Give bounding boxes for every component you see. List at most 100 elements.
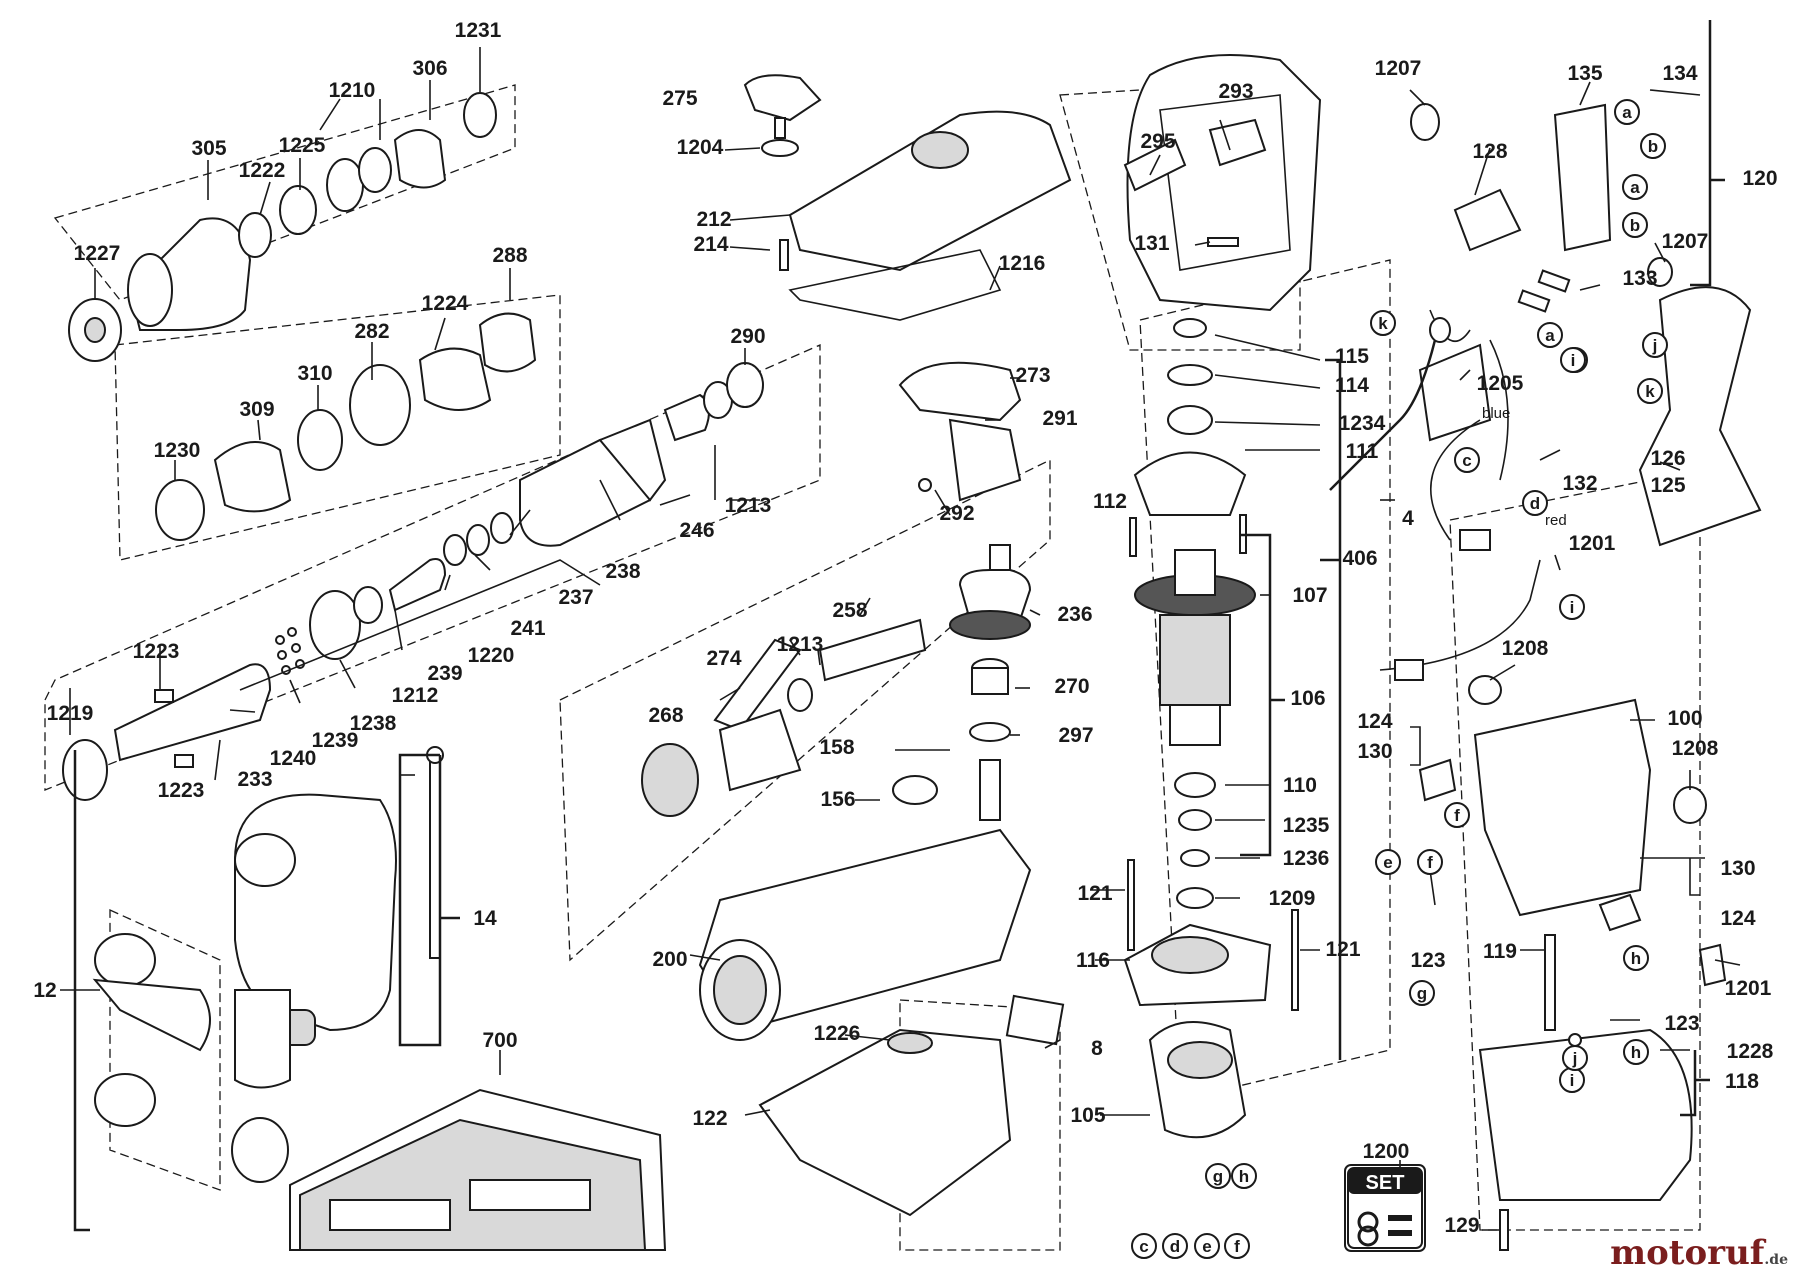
part-label-p1216: 1216 bbox=[999, 252, 1046, 275]
part-label-p156: 156 bbox=[820, 788, 855, 811]
part-label-p14: 14 bbox=[473, 907, 497, 930]
part-label-p123a: 123 bbox=[1410, 949, 1445, 972]
side-handle-assembly bbox=[92, 746, 444, 1183]
part-label-p1213b: 1213 bbox=[777, 633, 824, 656]
connector-circle bbox=[1162, 1233, 1188, 1259]
connector-letter: e bbox=[1202, 1237, 1211, 1256]
connector-letter: d bbox=[1170, 1237, 1180, 1256]
part-label-p236: 236 bbox=[1057, 603, 1092, 626]
connector-circle bbox=[1623, 945, 1649, 971]
part-label-p107: 107 bbox=[1292, 584, 1327, 607]
part-label-p293: 293 bbox=[1218, 80, 1253, 103]
connector-circle bbox=[1614, 99, 1640, 125]
part-label-p130b: 130 bbox=[1720, 857, 1755, 880]
part-label-p306: 306 bbox=[412, 57, 447, 80]
part-label-p1201b: 1201 bbox=[1725, 977, 1772, 1000]
connector-circle bbox=[1559, 594, 1585, 620]
part-label-p112: 112 bbox=[1093, 490, 1127, 513]
part-label-p1200: 1200 bbox=[1363, 1140, 1410, 1163]
part-label-p1210: 1210 bbox=[329, 79, 376, 102]
part-label-p123b: 123 bbox=[1664, 1012, 1699, 1035]
part-label-p118: 118 bbox=[1725, 1070, 1759, 1093]
part-label-p1208b: 1208 bbox=[1672, 737, 1719, 760]
connector-letter: i bbox=[1570, 598, 1575, 617]
connector-f-21: f bbox=[1417, 849, 1443, 875]
wire-label-red: red bbox=[1545, 512, 1567, 529]
part-label-p1225: 1225 bbox=[279, 134, 326, 157]
connector-circle bbox=[1131, 1233, 1157, 1259]
part-label-p1224: 1224 bbox=[422, 292, 469, 315]
connector-circle bbox=[1642, 332, 1668, 358]
part-label-p8: 8 bbox=[1091, 1037, 1103, 1060]
part-label-p1240: 1240 bbox=[270, 747, 317, 770]
part-label-p1226: 1226 bbox=[814, 1022, 861, 1045]
part-label-p119: 119 bbox=[1483, 940, 1517, 963]
part-label-p1227: 1227 bbox=[74, 242, 121, 265]
connector-circle bbox=[1562, 1045, 1588, 1071]
part-label-p128: 128 bbox=[1472, 140, 1507, 163]
motor-assembly bbox=[1123, 54, 1440, 1252]
part-label-p12: 12 bbox=[33, 979, 56, 1002]
part-label-p135: 135 bbox=[1567, 62, 1602, 85]
set-box-label: SET bbox=[1366, 1172, 1405, 1194]
part-label-p110: 110 bbox=[1283, 774, 1317, 797]
connector-b-1: b bbox=[1640, 133, 1666, 159]
connector-circle bbox=[1375, 849, 1401, 875]
connector-circle bbox=[1194, 1233, 1220, 1259]
connector-f-7: f bbox=[1224, 1233, 1250, 1259]
connector-letter: g bbox=[1417, 984, 1427, 1003]
connector-letter: f bbox=[1454, 806, 1460, 825]
connector-circle bbox=[1409, 980, 1435, 1006]
part-label-p126: 126 bbox=[1650, 447, 1685, 470]
chuck-assembly bbox=[62, 92, 764, 801]
part-label-p1220: 1220 bbox=[468, 644, 515, 667]
connector-g-22: g bbox=[1409, 980, 1435, 1006]
part-label-p291: 291 bbox=[1042, 407, 1077, 430]
part-label-p106: 106 bbox=[1290, 687, 1325, 710]
watermark-logo: motoruf.de bbox=[1610, 1233, 1788, 1273]
part-label-p158: 158 bbox=[819, 736, 854, 759]
part-label-p4: 4 bbox=[1402, 507, 1414, 530]
part-label-p239: 239 bbox=[427, 662, 462, 685]
handle-housing-assembly bbox=[1329, 103, 1762, 1251]
part-label-p295: 295 bbox=[1140, 130, 1175, 153]
part-label-p214: 214 bbox=[693, 233, 728, 256]
connector-circle bbox=[1231, 1163, 1257, 1189]
connector-letter: a bbox=[1545, 326, 1555, 345]
part-label-p406: 406 bbox=[1342, 547, 1377, 570]
connector-c-15: c bbox=[1454, 447, 1480, 473]
part-label-p1208a: 1208 bbox=[1502, 637, 1549, 660]
part-label-p1231: 1231 bbox=[455, 19, 502, 42]
connector-g-8: g bbox=[1205, 1163, 1231, 1189]
part-label-p100: 100 bbox=[1667, 707, 1702, 730]
part-label-p1234: 1234 bbox=[1339, 412, 1386, 435]
connector-circle bbox=[1623, 1039, 1649, 1065]
part-label-p309: 309 bbox=[239, 398, 274, 421]
connector-letter: k bbox=[1378, 314, 1388, 333]
connector-letter: j bbox=[1652, 336, 1658, 355]
connector-labels: ababcdefghijkabcdijkefghfhi bbox=[1131, 99, 1668, 1259]
part-label-p120: 120 bbox=[1742, 167, 1777, 190]
part-label-p258: 258 bbox=[832, 599, 867, 622]
part-label-p130a: 130 bbox=[1357, 740, 1392, 763]
connector-letter: b bbox=[1630, 216, 1640, 235]
part-label-p290: 290 bbox=[730, 325, 765, 348]
part-label-p1204: 1204 bbox=[677, 136, 724, 159]
part-label-p270: 270 bbox=[1054, 675, 1089, 698]
connector-circle bbox=[1637, 378, 1663, 404]
part-label-p1238: 1238 bbox=[350, 712, 397, 735]
part-label-p1201a: 1201 bbox=[1569, 532, 1616, 555]
part-label-p268: 268 bbox=[648, 704, 683, 727]
leader-lines bbox=[60, 20, 1741, 1232]
part-label-p132: 132 bbox=[1562, 472, 1597, 495]
part-label-p124b: 124 bbox=[1720, 907, 1755, 930]
part-label-p1213a: 1213 bbox=[725, 494, 772, 517]
connector-letter: f bbox=[1234, 1237, 1240, 1256]
connector-a-0: a bbox=[1614, 99, 1640, 125]
carry-case bbox=[289, 1088, 667, 1251]
connector-a-13: a bbox=[1537, 322, 1563, 348]
connector-letter: k bbox=[1645, 382, 1655, 401]
connector-circle bbox=[1640, 133, 1666, 159]
group-frames bbox=[44, 79, 1701, 1251]
